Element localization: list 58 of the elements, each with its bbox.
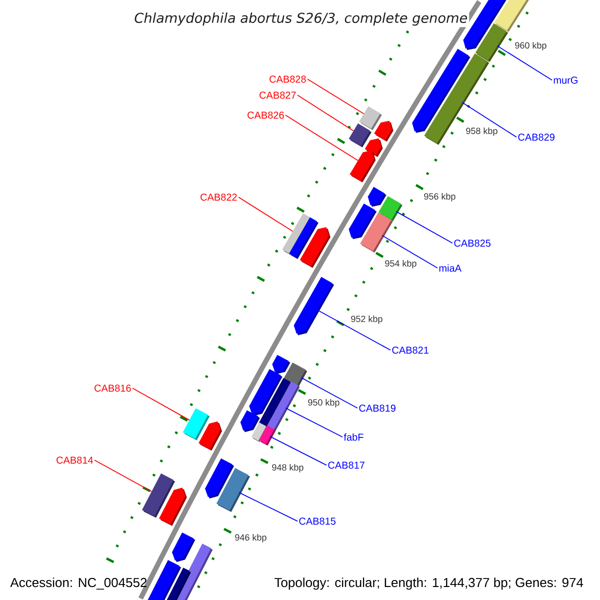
gene-label: CAB821 (392, 346, 428, 354)
scale-label: 952 kbp (351, 315, 382, 324)
leader-line (94, 460, 152, 492)
leader-line (396, 211, 453, 244)
gene-box (166, 568, 191, 600)
gene-label: murG (554, 76, 578, 84)
leader-line (382, 235, 438, 268)
leader-line (270, 436, 327, 466)
gene-box (348, 123, 372, 148)
gene-block (172, 532, 196, 562)
gene-block (300, 227, 330, 268)
gene-block (374, 120, 394, 142)
gene-block (368, 186, 386, 207)
gene-box (216, 468, 250, 512)
leader-line (462, 102, 517, 138)
leader-line (307, 78, 364, 114)
footer-text: Topology: circular; Length: 1,144,377 bp; Genes: 974 (274, 578, 584, 590)
scale-label: 950 kbp (308, 399, 340, 408)
gene-block (198, 421, 222, 451)
leader-line (496, 45, 552, 81)
leader-line (300, 377, 358, 409)
gene-label: CAB817 (328, 462, 364, 469)
scale-label: 948 kbp (272, 464, 304, 472)
gene-label: CAB828 (270, 76, 306, 83)
title: Chlamydophila abortus S26/3, complete genome (132, 10, 470, 28)
gene-label: CAB819 (359, 404, 396, 412)
leader-line (132, 388, 190, 420)
gene-label: CAB829 (518, 134, 554, 141)
gene-block (294, 276, 334, 336)
gene-box (266, 381, 300, 433)
gene-block (159, 488, 187, 526)
scale-label: 956 kbp (424, 192, 456, 202)
gene-box (259, 425, 276, 446)
scale-label: 954 kbp (385, 260, 416, 268)
footer-text: Accession: NC_004552 (10, 578, 147, 590)
scale-label: 960 kbp (515, 42, 546, 50)
gene-block (350, 150, 376, 182)
leader-line (238, 196, 294, 232)
scale-label: 946 kbp (235, 534, 266, 542)
gene-label: CAB814 (56, 456, 93, 464)
leader-line (238, 492, 298, 522)
scale-label: 958 kbp (466, 127, 498, 136)
gene-block (272, 354, 290, 374)
gene-label: CAB822 (200, 194, 237, 201)
gene-label: CAB815 (299, 518, 336, 525)
gene-label: fabF (344, 433, 364, 441)
leader-line (297, 94, 354, 132)
gene-label: CAB827 (260, 92, 296, 99)
gene-label: CAB816 (94, 384, 131, 392)
gene-label: miaA (439, 264, 462, 272)
gene-label: CAB826 (248, 112, 284, 119)
gene-block (240, 410, 260, 432)
leader-line (316, 310, 391, 351)
leader-line (285, 408, 343, 438)
gene-label: CAB825 (454, 240, 491, 247)
leader-line (285, 114, 358, 161)
gene-box (475, 23, 508, 62)
gene-box (360, 212, 393, 253)
